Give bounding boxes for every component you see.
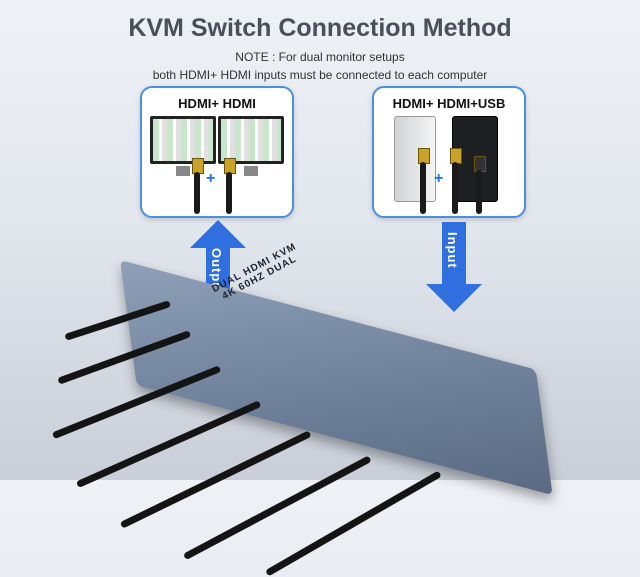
input-panel: HDMI+ HDMI+USB + [372,86,526,218]
monitor-icon [218,116,284,176]
hdmi-cable-icon [194,172,200,214]
monitor-icon [150,116,216,176]
usb-cable-icon [476,170,482,214]
output-arrow-icon [190,220,246,310]
plus-icon: + [434,170,444,187]
output-panel: HDMI+ HDMI + [140,86,294,218]
input-arrow-icon [426,222,482,312]
plus-icon: + [206,170,216,187]
input-label: Input [445,232,460,269]
cable-icon [182,455,372,561]
hdmi-cable-icon [420,162,426,214]
output-panel-label: HDMI+ HDMI [178,96,256,111]
hdmi-cable-icon [452,162,458,214]
input-panel-label: HDMI+ HDMI+USB [392,96,506,111]
hdmi-cable-icon [226,172,232,214]
page-title: KVM Switch Connection Method [128,14,512,42]
note-line-1: NOTE : For dual monitor setups [235,50,405,64]
cable-icon [265,470,442,577]
note-line-2: both HDMI+ HDMI inputs must be connected… [152,68,488,82]
